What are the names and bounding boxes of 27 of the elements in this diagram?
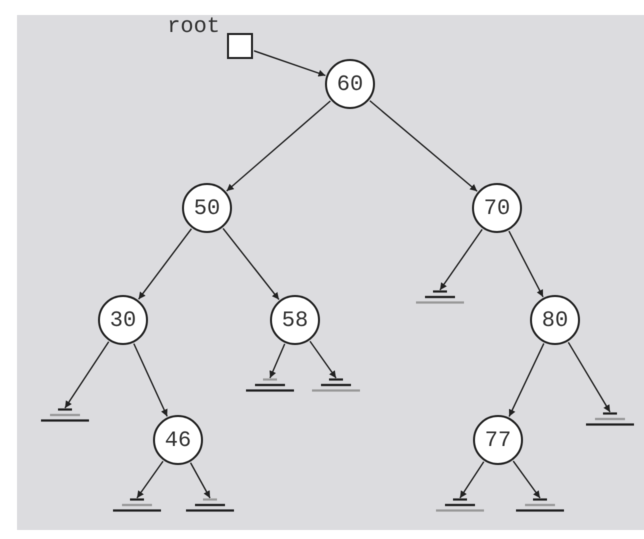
arrow xyxy=(222,228,280,300)
node-value: 58 xyxy=(282,308,308,332)
arrow xyxy=(133,343,168,417)
arrow xyxy=(64,341,110,408)
variable-label: root xyxy=(167,14,220,39)
arrow xyxy=(226,100,331,192)
node-value: 30 xyxy=(110,308,136,332)
node-value: 50 xyxy=(194,196,220,220)
node-value: 60 xyxy=(336,72,364,96)
arrow xyxy=(269,344,286,378)
arrow xyxy=(568,342,611,412)
node-value: 46 xyxy=(164,428,192,452)
arrow xyxy=(136,460,164,498)
arrow xyxy=(309,340,337,378)
arrow xyxy=(439,228,483,290)
pointer-box xyxy=(227,33,253,59)
node-value: 80 xyxy=(542,308,568,332)
arrow xyxy=(369,100,478,192)
arrow xyxy=(512,460,541,498)
arrow xyxy=(459,461,484,498)
arrow xyxy=(138,228,192,300)
node-value: 77 xyxy=(484,428,512,452)
arrow xyxy=(190,462,211,498)
node-value: 70 xyxy=(484,196,510,220)
arrow xyxy=(254,50,326,77)
arrow xyxy=(508,230,544,298)
arrow xyxy=(508,343,544,417)
